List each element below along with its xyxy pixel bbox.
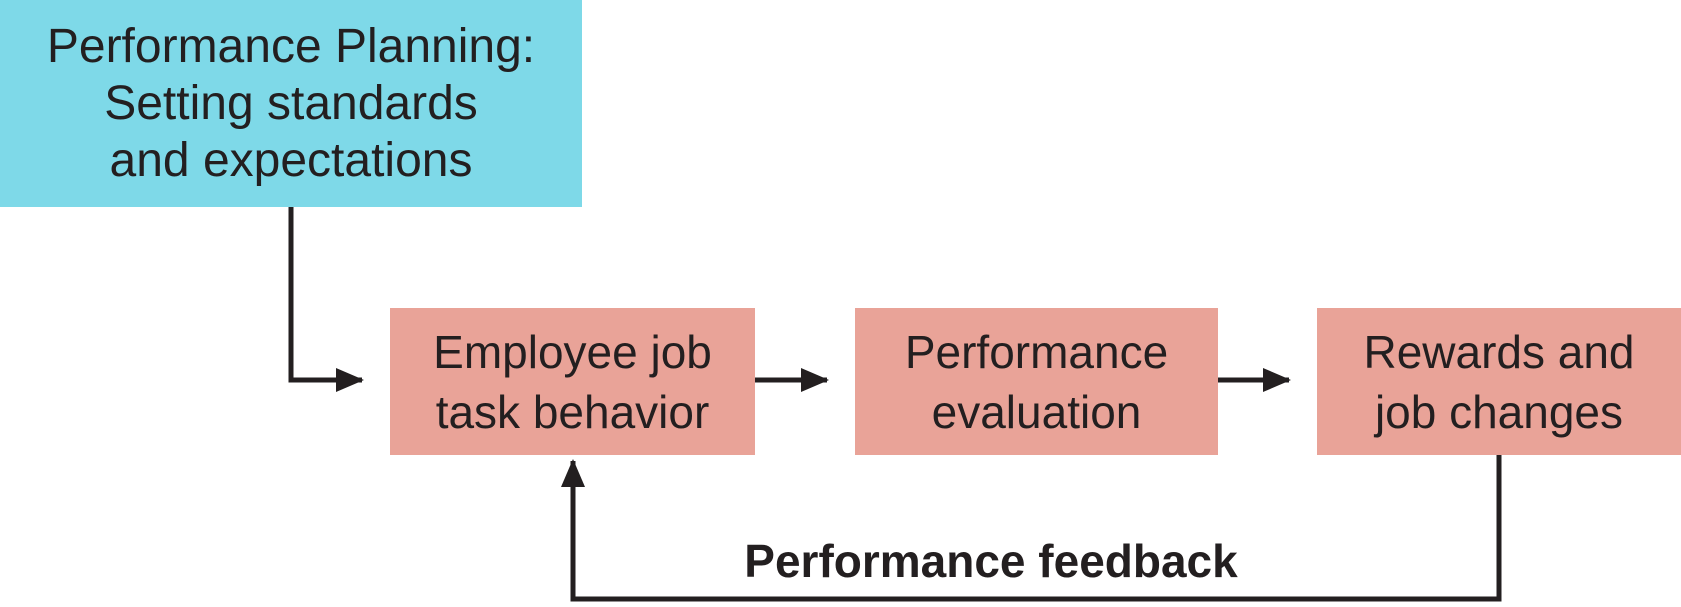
feedback-arrow-label: Performance feedback	[744, 535, 1238, 587]
arrow-planning-to-behavior	[288, 204, 364, 392]
box-employee-job-task-behavior: Employee job task behavior	[390, 308, 755, 455]
box-performance-evaluation: Performance evaluation	[855, 308, 1218, 455]
box-performance-planning: Performance Planning: Setting standards …	[0, 0, 582, 207]
box-rewards-and-job-changes: Rewards and job changes	[1317, 308, 1681, 455]
